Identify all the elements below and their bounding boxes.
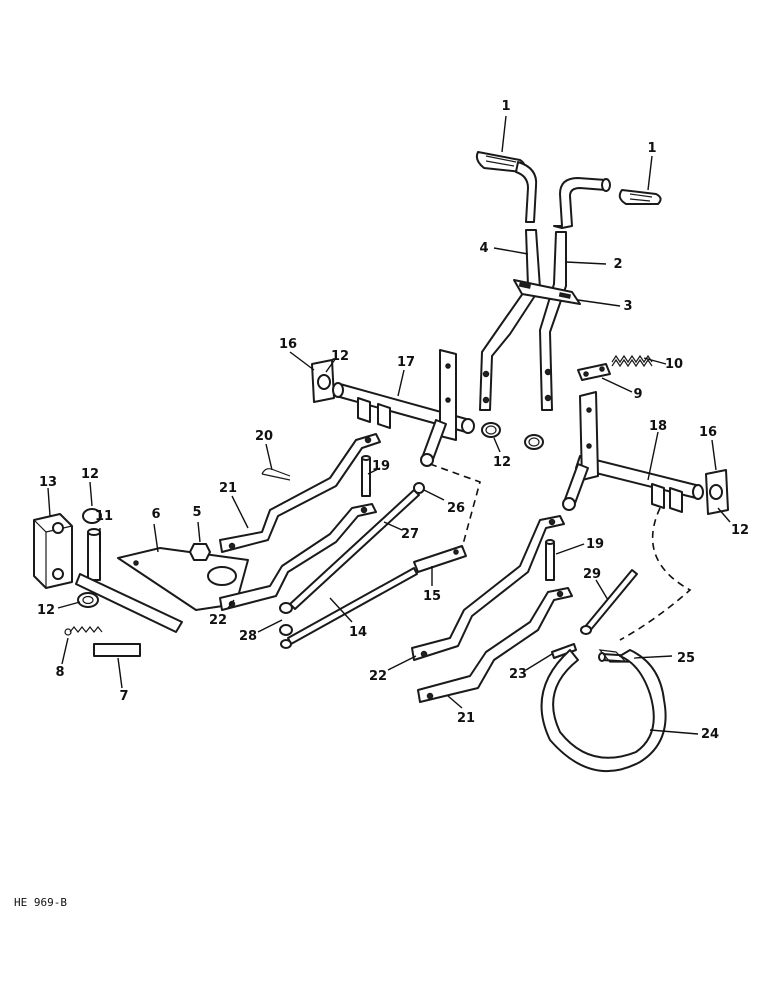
callout-bar-lower-right: 21 [457, 711, 475, 726]
callout-bracket: 13 [39, 475, 57, 490]
callout-rod-lower: 14 [349, 625, 367, 640]
leader-lines [47, 115, 731, 735]
handle-right [539, 177, 611, 411]
callout-spring: 10 [665, 357, 683, 372]
callout-shaft-left: 17 [397, 355, 415, 370]
drag-bar-upper-right [411, 515, 565, 661]
callout-band: 24 [701, 727, 719, 742]
rod-upper [289, 482, 425, 610]
callout-handle-left: 4 [479, 241, 488, 256]
bushing-top [82, 508, 102, 524]
bushing-center-left [481, 422, 501, 438]
callout-labels: 1 1 2 3 4 5 6 7 8 9 10 11 12 12 12 12 12… [37, 99, 749, 742]
clevis [413, 545, 467, 573]
handle-brace [513, 279, 581, 305]
pin-right [545, 539, 555, 581]
callout-bushing-right-plate: 12 [731, 523, 749, 538]
cross-shaft-right [562, 391, 704, 513]
spring [611, 354, 653, 368]
callout-bushing-bottom: 12 [37, 603, 55, 618]
callout-plate-left: 16 [279, 337, 297, 352]
callout-rod-ball: 26 [447, 501, 465, 516]
callout-clip: 8 [55, 665, 64, 680]
callout-plate: 6 [151, 507, 160, 522]
callout-grip-left: 1 [501, 99, 510, 114]
callout-band-pin-right: 25 [677, 651, 695, 666]
cross-shaft-left [332, 349, 475, 467]
bushing-bottom [77, 592, 99, 608]
callout-brace: 3 [623, 299, 632, 314]
drag-bar-upper-left [219, 433, 381, 553]
callout-band-pin-left: 23 [509, 667, 527, 682]
callout-bushing-top: 12 [81, 467, 99, 482]
callout-bushing-plate: 12 [331, 349, 349, 364]
long-bolt [580, 569, 638, 635]
pivot-plate [117, 547, 249, 611]
callout-washers: 28 [239, 629, 257, 644]
spring-link [577, 363, 611, 381]
callout-rod-upper: 27 [401, 527, 419, 542]
assembly-line-right [619, 507, 692, 641]
mount-plate-right [705, 469, 729, 515]
callout-link: 9 [633, 387, 642, 402]
brake-band [540, 649, 667, 773]
bracket [33, 513, 73, 589]
band-pin-left [551, 643, 577, 659]
callout-pin-right: 19 [586, 537, 604, 552]
callout-cotter-pin: 20 [255, 429, 273, 444]
callout-shaft-right: 18 [649, 419, 667, 434]
callout-grip-right: 1 [647, 141, 656, 156]
callout-strap: 7 [119, 689, 128, 704]
callout-bar-upper-left: 21 [219, 481, 237, 496]
pivot-pin [75, 528, 183, 633]
drawing-code: HE 969-B [14, 896, 67, 909]
callout-long-bolt: 29 [583, 567, 601, 582]
callout-nut: 5 [192, 505, 201, 520]
nut [189, 543, 211, 561]
assembly-line-left [429, 463, 481, 549]
handle-left [479, 161, 541, 411]
callout-handle-right: 2 [613, 257, 622, 272]
callout-clevis: 15 [423, 589, 441, 604]
callout-pivot-pin: 11 [95, 509, 113, 524]
callout-bar-lower-left: 22 [209, 613, 227, 628]
callout-pin-left: 19 [372, 459, 390, 474]
pin-left [361, 455, 371, 497]
cotter-pin [261, 468, 291, 481]
drag-bar-lower-right [417, 587, 573, 703]
spring-clip [64, 626, 103, 636]
strap-plate [93, 643, 141, 657]
callout-bushing-center: 12 [493, 455, 511, 470]
drag-bar-lower-left [219, 503, 377, 611]
washer-stack [279, 602, 293, 649]
callout-plate-right: 16 [699, 425, 717, 440]
mount-plate-left [311, 359, 335, 403]
handle-grip-right [618, 189, 662, 205]
bushing-center-right [524, 434, 544, 450]
callout-bar-upper-right: 22 [369, 669, 387, 684]
